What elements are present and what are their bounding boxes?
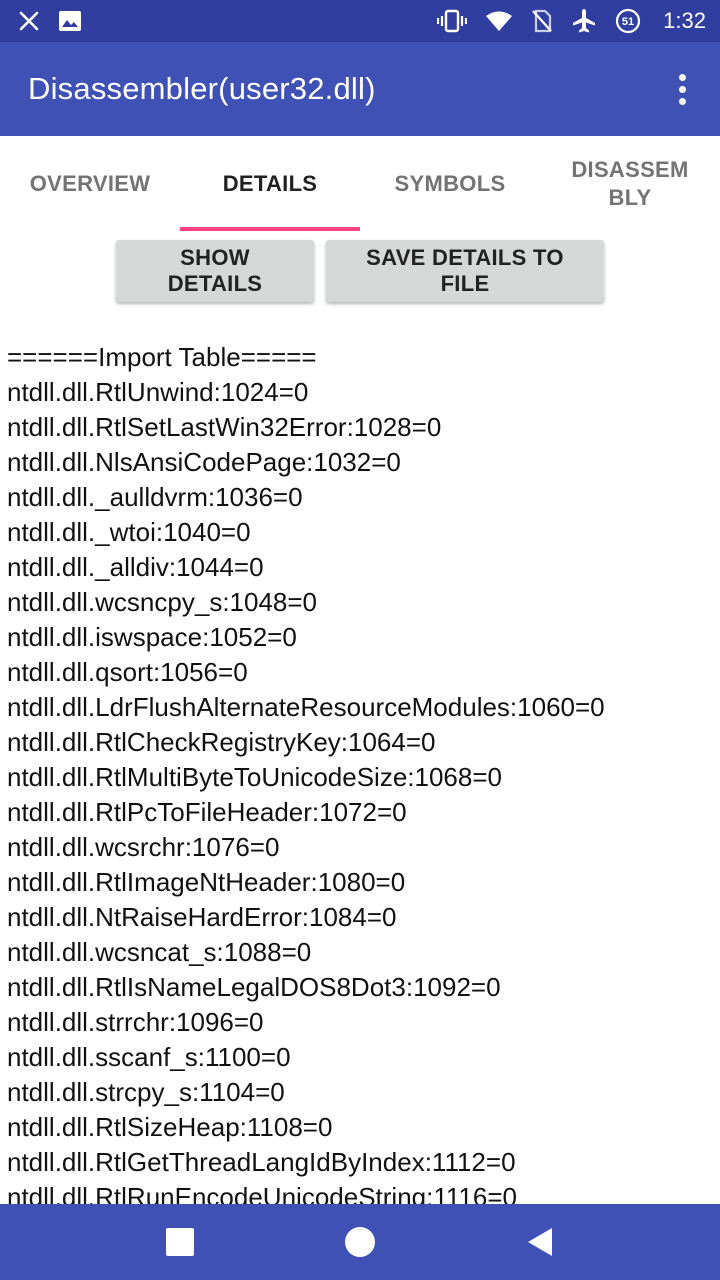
details-line: ntdll.dll.iswspace:1052=0: [7, 622, 297, 652]
details-line: ntdll.dll.qsort:1056=0: [7, 657, 248, 687]
button-row: SHOW DETAILS SAVE DETAILS TO FILE: [0, 240, 720, 304]
details-line: ntdll.dll._wtoi:1040=0: [7, 517, 251, 547]
details-line: ntdll.dll.RtlSetLastWin32Error:1028=0: [7, 412, 442, 442]
menu-dot: [678, 97, 686, 105]
app-title: Disassembler(user32.dll): [28, 71, 376, 106]
details-line: ntdll.dll.RtlMultiByteToUnicodeSize:1068…: [7, 762, 502, 792]
details-line: ntdll.dll.sscanf_s:1100=0: [7, 1042, 291, 1072]
details-line: ntdll.dll.RtlSizeHeap:1108=0: [7, 1112, 333, 1142]
status-right: 51 1:32: [437, 8, 706, 34]
tab-label: DETAILS: [222, 171, 318, 196]
details-line: ntdll.dll.strrchr:1096=0: [7, 1007, 264, 1037]
details-line: ntdll.dll.RtlGetThreadLangIdByIndex:1112…: [7, 1147, 516, 1177]
tab-label: DISASSEMBLY: [571, 157, 689, 210]
more-vert-icon[interactable]: [670, 69, 694, 109]
airplane-icon: [571, 8, 597, 34]
details-line: ntdll.dll.RtlUnwind:1024=0: [7, 377, 309, 407]
details-line: ntdll.dll.wcsncat_s:1088=0: [7, 937, 312, 967]
details-line: ntdll.dll.RtlImageNtHeader:1080=0: [7, 867, 406, 897]
details-line: ntdll.dll._alldiv:1044=0: [7, 552, 264, 582]
no-sim-icon: [531, 9, 553, 33]
details-line: ntdll.dll.RtlRunEncodeUnicodeString:1116…: [7, 1182, 517, 1204]
data-saver-badge: 51: [622, 16, 634, 28]
tab-label: OVERVIEW: [29, 171, 151, 196]
details-line: ntdll.dll.NlsAnsiCodePage:1032=0: [7, 447, 401, 477]
show-details-button[interactable]: SHOW DETAILS: [116, 240, 314, 302]
details-line: ntdll.dll.wcsrchr:1076=0: [7, 832, 280, 862]
tab-disassembly[interactable]: DISASSEMBLY: [540, 136, 720, 232]
details-line: ntdll.dll.RtlPcToFileHeader:1072=0: [7, 797, 407, 827]
details-line: ntdll.dll.RtlIsNameLegalDOS8Dot3:1092=0: [7, 972, 501, 1002]
status-left: [18, 10, 82, 32]
menu-dot: [678, 85, 686, 93]
close-icon: [18, 10, 40, 32]
vibrate-icon: [437, 9, 468, 33]
navigation-bar: [0, 1204, 720, 1280]
details-line: ntdll.dll._aulldvrm:1036=0: [7, 482, 303, 512]
status-bar: 51 1:32: [0, 0, 720, 42]
wifi-icon: [485, 10, 513, 32]
tab-label: SYMBOLS: [394, 171, 506, 196]
tab-details[interactable]: DETAILS: [180, 136, 360, 232]
image-icon: [58, 10, 82, 32]
details-text-area[interactable]: ======Import Table===== ntdll.dll.RtlUnwi…: [0, 340, 720, 1204]
back-icon[interactable]: [510, 1212, 570, 1272]
app-bar: Disassembler(user32.dll): [0, 42, 720, 136]
tab-overview[interactable]: OVERVIEW: [0, 136, 180, 232]
details-line: ======Import Table=====: [7, 342, 317, 372]
home-icon[interactable]: [330, 1212, 390, 1272]
details-line: ntdll.dll.wcsncpy_s:1048=0: [7, 587, 318, 617]
tab-bar: OVERVIEW DETAILS SYMBOLS DISASSEMBLY: [0, 136, 720, 232]
details-line: ntdll.dll.strcpy_s:1104=0: [7, 1077, 285, 1107]
menu-dot: [678, 73, 686, 81]
tab-symbols[interactable]: SYMBOLS: [360, 136, 540, 232]
details-line: ntdll.dll.RtlCheckRegistryKey:1064=0: [7, 727, 436, 757]
recents-icon[interactable]: [150, 1212, 210, 1272]
details-line: ntdll.dll.LdrFlushAlternateResourceModul…: [7, 692, 605, 722]
data-saver-icon: 51: [615, 8, 641, 34]
details-line: ntdll.dll.NtRaiseHardError:1084=0: [7, 902, 397, 932]
status-time: 1:32: [663, 8, 706, 33]
save-details-button[interactable]: SAVE DETAILS TO FILE: [326, 240, 604, 302]
